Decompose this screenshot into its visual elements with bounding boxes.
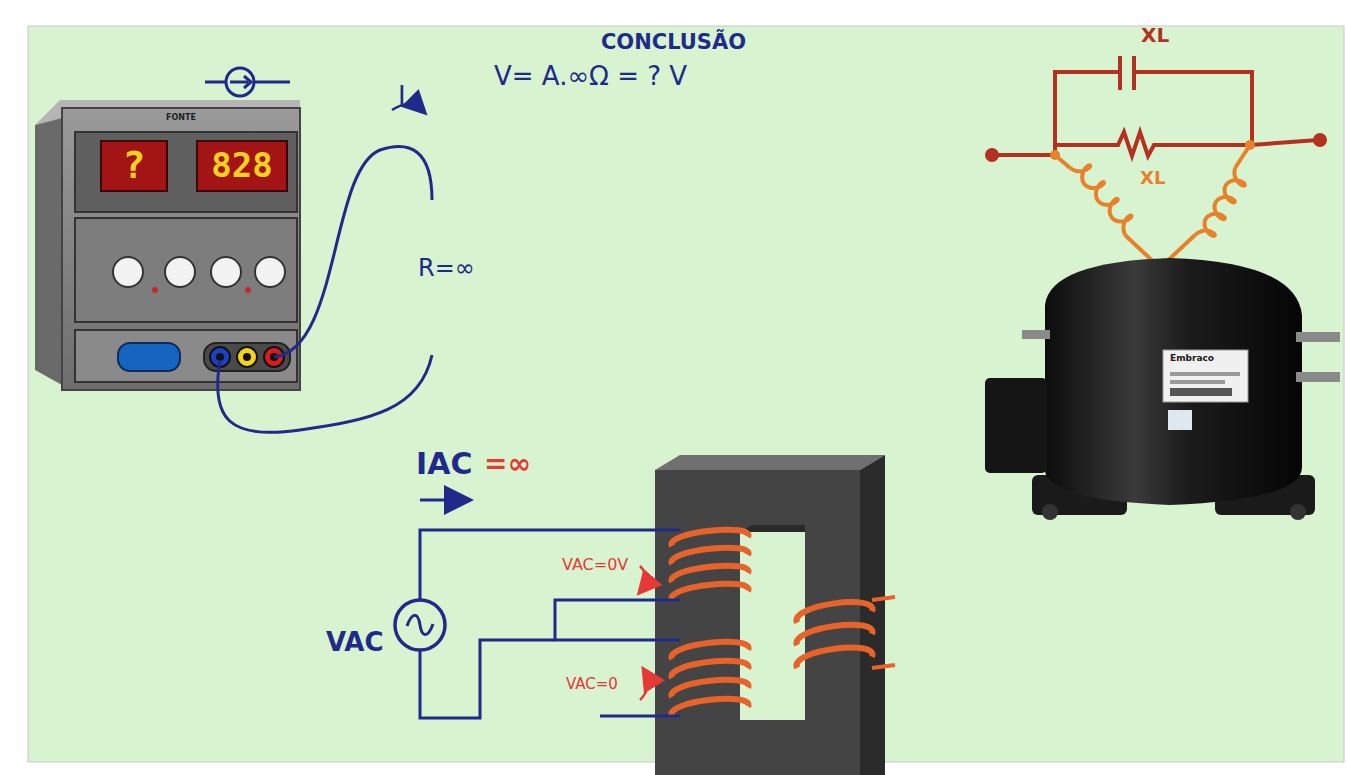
- motor-coils: [1055, 145, 1250, 268]
- transformer-coils: [672, 530, 895, 716]
- ohms-law-note: V= A.∞Ω = ? V: [494, 62, 687, 91]
- resistance-label: R=∞: [418, 255, 475, 281]
- current-label: I: [398, 82, 406, 111]
- display-reading: ?: [123, 145, 146, 187]
- voltage-arrow: [640, 670, 648, 700]
- display-reading: 828: [211, 147, 272, 184]
- voltage-label: VAC=0: [566, 676, 618, 693]
- transformer: [655, 455, 885, 775]
- voltage-label: VAC=0V: [562, 556, 628, 574]
- current-symbol: IAC: [416, 447, 472, 480]
- current-arrow: [420, 499, 468, 502]
- junction-dots: [1050, 140, 1255, 273]
- brand-label: Embraco: [1170, 354, 1214, 364]
- reactance-label: XL: [1141, 24, 1169, 46]
- current-display: 828: [196, 140, 288, 192]
- voltage-display: ?: [100, 140, 168, 192]
- ac-wiring: [395, 530, 680, 718]
- compressor: [985, 258, 1340, 520]
- voltage-arrow: [640, 566, 646, 592]
- reactance-label: XL: [1140, 168, 1165, 188]
- current-value: =∞: [484, 449, 531, 480]
- power-supply-panel: FONTE?828: [62, 108, 300, 132]
- current-source-symbol: [205, 68, 290, 96]
- equivalent-circuit: [987, 56, 1325, 160]
- panel-label: FONTE: [166, 108, 196, 123]
- source-label: VAC: [326, 628, 384, 657]
- power-supply: [35, 100, 300, 390]
- current-arrow: [392, 104, 424, 112]
